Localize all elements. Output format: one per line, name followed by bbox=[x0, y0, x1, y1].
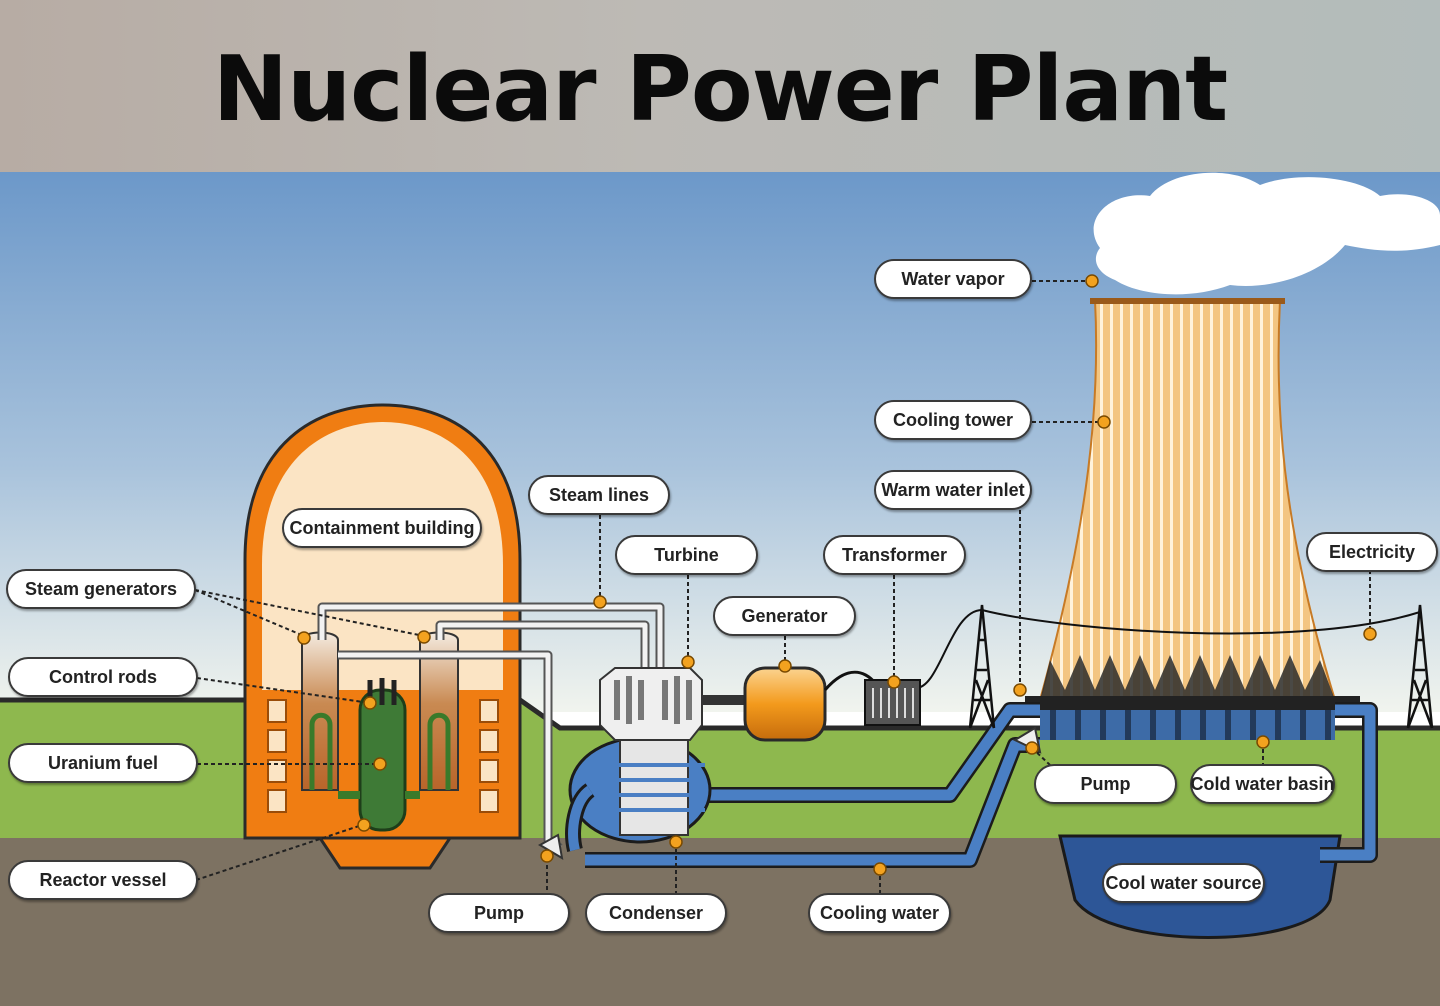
label-pump-left: Pump bbox=[428, 893, 570, 933]
label-transformer: Transformer bbox=[823, 535, 966, 575]
label-pump-right: Pump bbox=[1034, 764, 1177, 804]
plant-diagram bbox=[0, 172, 1440, 1006]
title-banner: Nuclear Power Plant bbox=[0, 0, 1440, 172]
label-cold-water-basin: Cold water basin bbox=[1190, 764, 1335, 804]
label-cool-water-source: Cool water source bbox=[1102, 863, 1265, 903]
steam-generator-left bbox=[301, 631, 339, 791]
label-reactor-vessel: Reactor vessel bbox=[8, 860, 198, 900]
label-cooling-tower: Cooling tower bbox=[874, 400, 1032, 440]
water-vapor-cloud bbox=[1093, 172, 1440, 295]
connector-dots bbox=[297, 274, 1377, 876]
label-condenser: Condenser bbox=[585, 893, 727, 933]
label-generator: Generator bbox=[713, 596, 856, 636]
label-warm-water-inlet: Warm water inlet bbox=[874, 470, 1032, 510]
label-water-vapor: Water vapor bbox=[874, 259, 1032, 299]
pylon-left bbox=[968, 604, 996, 729]
cold-water-basin bbox=[1040, 710, 1335, 740]
label-electricity: Electricity bbox=[1306, 532, 1438, 572]
pylon-right bbox=[1406, 604, 1434, 729]
label-steam-lines: Steam lines bbox=[528, 475, 670, 515]
label-uranium-fuel: Uranium fuel bbox=[8, 743, 198, 783]
label-containment-building: Containment building bbox=[282, 508, 482, 548]
label-turbine: Turbine bbox=[615, 535, 758, 575]
generator bbox=[743, 666, 827, 742]
page-title: Nuclear Power Plant bbox=[212, 36, 1228, 142]
label-control-rods: Control rods bbox=[8, 657, 198, 697]
leader-lines bbox=[194, 280, 1371, 895]
label-cooling-water: Cooling water bbox=[808, 893, 951, 933]
label-steam-generators: Steam generators bbox=[6, 569, 196, 609]
